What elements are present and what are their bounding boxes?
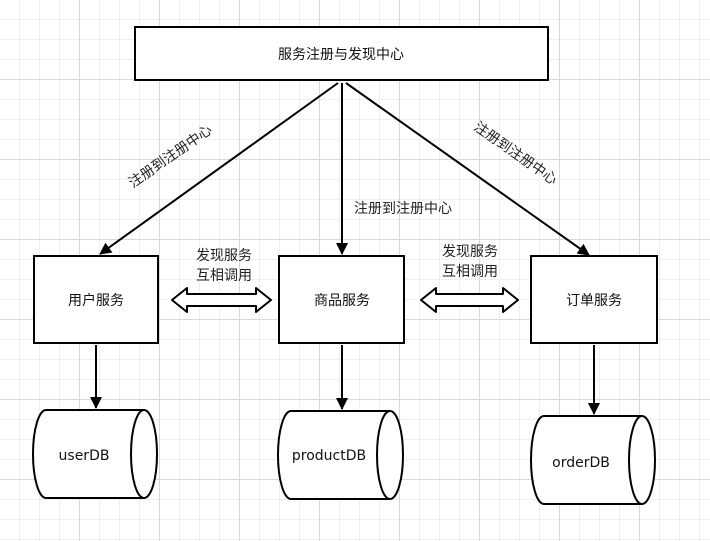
double-arrow-user-product [171, 287, 272, 313]
double-arrow-product-order [420, 287, 519, 313]
register-edge-user: 注册到注册中心 [99, 82, 339, 255]
call-label-line1-product-order: 发现服务 [442, 244, 498, 260]
db-label-order: orderDB [552, 455, 610, 471]
register-label-order: 注册到注册中心 [471, 119, 560, 188]
database-order[interactable]: orderDB [530, 415, 656, 505]
registry-box [134, 26, 549, 81]
service-label-user: 用户服务 [68, 292, 124, 309]
register-edge-order: 注册到注册中心 [345, 82, 590, 256]
service-node-product[interactable]: 商品服务 [278, 255, 405, 344]
registry-node[interactable]: 服务注册与发现中心 [134, 26, 549, 81]
service-box-user [33, 255, 159, 344]
call-link-product-order: 发现服务 互相调用 [420, 244, 519, 313]
service-box-product [278, 255, 405, 344]
db-cylinder-edge-user [130, 409, 145, 499]
register-edge-product: 注册到注册中心 [336, 83, 452, 255]
service-label-product: 商品服务 [314, 293, 370, 309]
call-label-line2-product-order: 互相调用 [442, 264, 498, 280]
db-cylinder-edge-order [628, 415, 643, 505]
service-box-order [530, 255, 658, 344]
register-label-product: 注册到注册中心 [354, 201, 452, 217]
register-arrow-order [345, 82, 590, 256]
service-node-order[interactable]: 订单服务 [530, 255, 658, 344]
db-cylinder-edge-product [376, 410, 391, 500]
database-user[interactable]: userDB [32, 409, 158, 499]
db-label-product: productDB [292, 448, 366, 464]
registry-label: 服务注册与发现中心 [278, 47, 404, 63]
call-link-user-product: 发现服务 互相调用 [171, 248, 272, 313]
register-arrow-user [99, 82, 339, 255]
db-label-user: userDB [59, 448, 110, 464]
database-product[interactable]: productDB [277, 410, 404, 500]
service-node-user[interactable]: 用户服务 [33, 255, 159, 344]
call-label-line2-user-product: 互相调用 [196, 268, 252, 284]
call-label-line1-user-product: 发现服务 [196, 248, 252, 264]
service-label-order: 订单服务 [566, 293, 622, 309]
